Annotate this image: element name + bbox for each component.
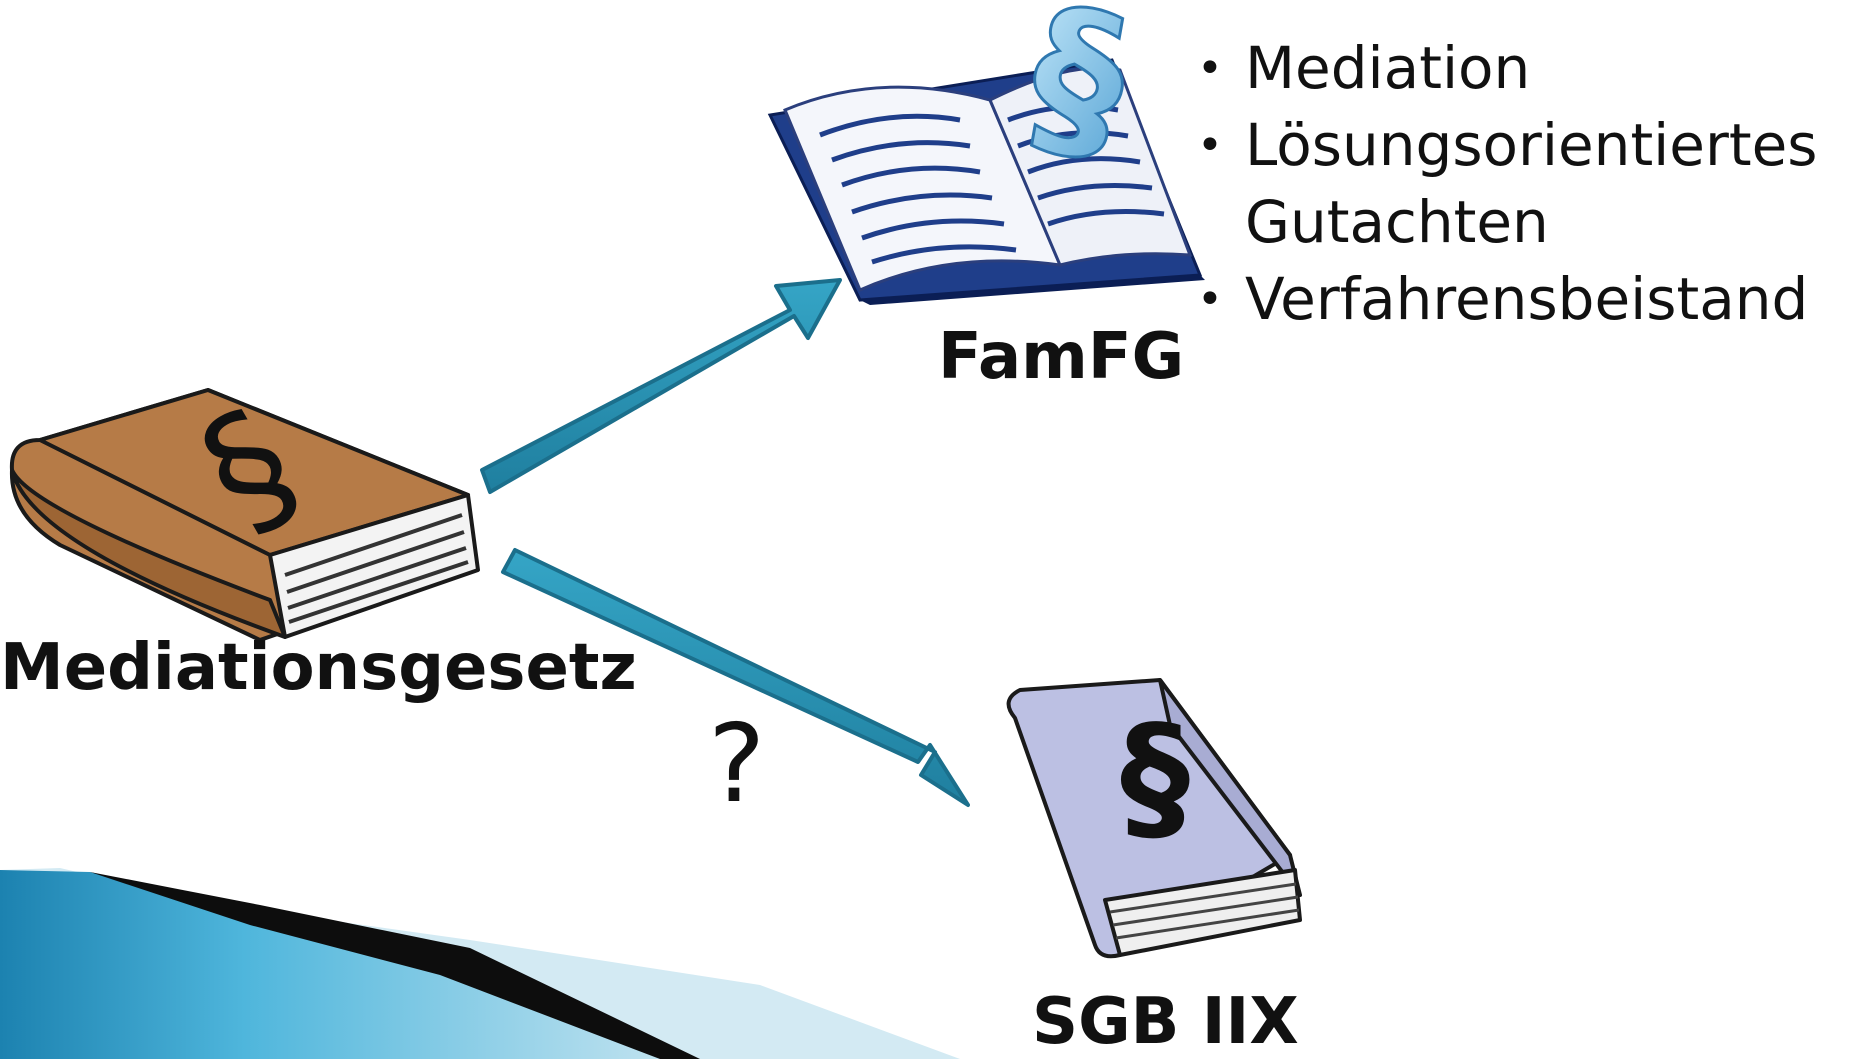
list-item: Verfahrensbeistand [1195,261,1817,338]
famfg-topics-list: Mediation Lösungsorientiertes Gutachten … [1195,30,1817,338]
section-symbol-icon: § [1016,0,1141,190]
list-item: Lösungsorientiertes Gutachten [1195,107,1817,261]
arrow-to-sgb [501,548,970,807]
mediationsgesetz-book-icon: § [9,375,480,642]
list-item: Mediation [1195,30,1817,107]
section-symbol-icon: § [1120,696,1190,859]
sgb-book-icon: § [1006,678,1302,959]
corner-swoosh-decoration [0,868,960,1059]
sgb-label: SGB IIX [1032,985,1299,1059]
question-mark-label: ? [708,702,766,827]
famfg-label: FamFG [938,320,1185,394]
arrow-to-famfg [480,278,842,494]
famfg-book-icon: § [767,0,1205,305]
mediationsgesetz-label: Mediationsgesetz [0,631,637,705]
